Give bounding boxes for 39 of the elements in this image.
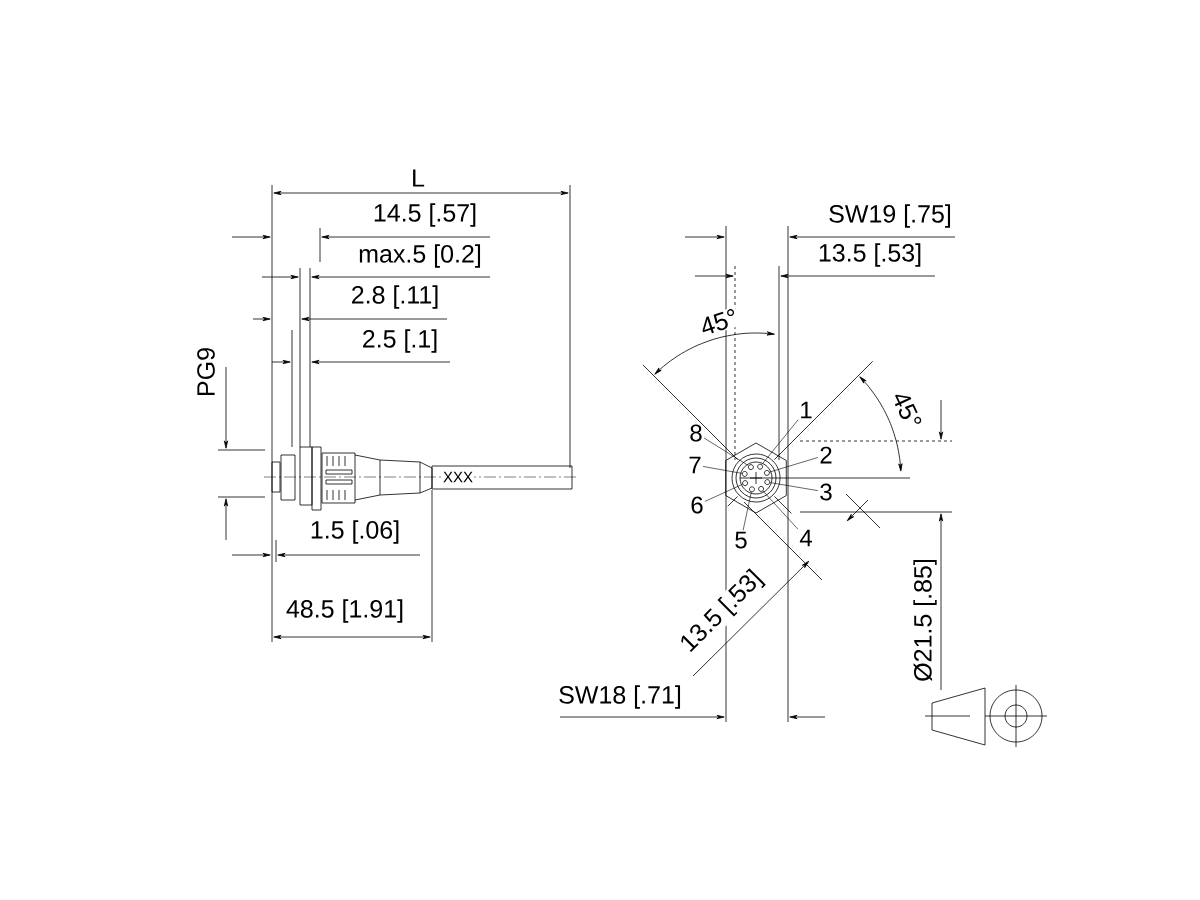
dimension-text: 2.5 [.1] — [360, 328, 440, 354]
thread-label: PG9 — [196, 346, 216, 398]
pin-number: 2 — [820, 446, 832, 464]
pin — [742, 480, 748, 486]
pin — [758, 486, 764, 492]
pin — [764, 470, 770, 476]
leader-line — [762, 490, 799, 530]
dimension-text: SW18 [.71] — [557, 684, 683, 710]
pin-number: 4 — [799, 529, 812, 547]
pin-number: 1 — [801, 401, 812, 419]
leader-line — [702, 466, 743, 474]
pin-number: 5 — [735, 531, 747, 549]
dimension-text: L — [410, 168, 426, 188]
leader-line — [742, 491, 752, 531]
cable-label: XXX — [442, 470, 474, 484]
dimension-text: Ø21.5 [.85] — [912, 557, 938, 683]
leader-line — [769, 482, 819, 491]
pin-number: 7 — [689, 456, 701, 474]
pin — [749, 486, 755, 493]
leader-line — [769, 457, 819, 473]
angle-text: 45° — [889, 387, 925, 433]
dimension-text: 13.5 [.53] — [816, 242, 924, 268]
pin — [757, 463, 763, 470]
leader-line — [761, 419, 799, 465]
leader-line — [704, 484, 743, 502]
dimension-text: max.5 [0.2] — [357, 243, 483, 269]
dimension-text: SW19 [.75] — [827, 203, 953, 229]
dimension-text: 1.5 [.06] — [308, 519, 402, 545]
dimension-text: 14.5 [.57] — [371, 202, 479, 228]
pin — [748, 464, 754, 470]
pin — [764, 479, 771, 485]
pin-number: 6 — [691, 496, 703, 514]
dimension-text: 2.8 [.11] — [349, 284, 441, 310]
leader-line — [703, 437, 749, 466]
dimension-text: 48.5 [1.91] — [284, 598, 406, 624]
pin-number: 8 — [690, 424, 702, 442]
pin — [741, 471, 748, 477]
angle-text: 45° — [697, 306, 741, 338]
pin-number: 3 — [820, 483, 832, 501]
